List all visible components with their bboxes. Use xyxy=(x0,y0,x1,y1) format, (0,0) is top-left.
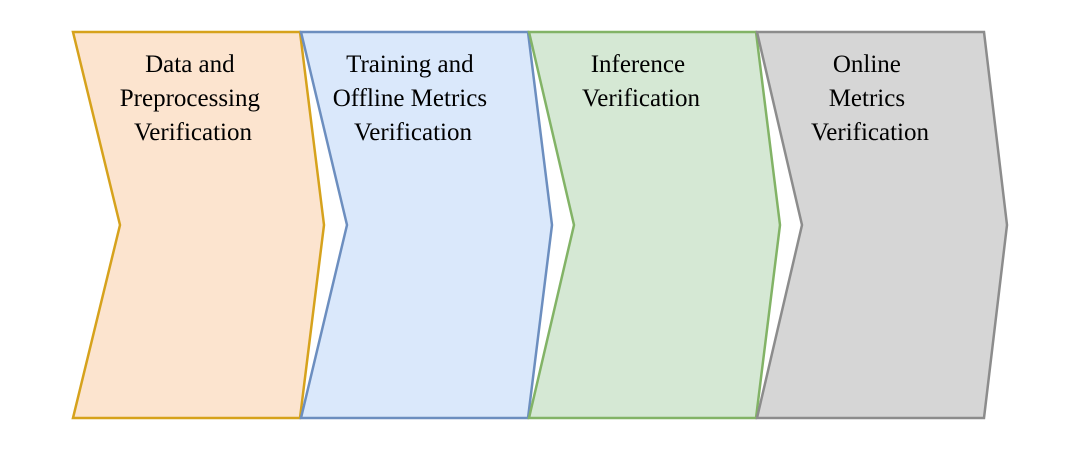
stage-3-line-1: Inference xyxy=(591,51,685,78)
stage-1-label: Data and Preprocessing Verification xyxy=(120,51,267,146)
stage-1-line-1: Data and xyxy=(145,51,235,78)
stage-4-label: Online Metrics Verification xyxy=(811,51,930,146)
stage-4-chevron: Online Metrics Verification xyxy=(755,30,1009,420)
stage-1-chevron: Data and Preprocessing Verification xyxy=(71,30,326,420)
stage-2-line-3: Verification xyxy=(354,119,473,146)
stage-4-shape xyxy=(755,30,1009,420)
stage-4-line-3: Verification xyxy=(811,119,930,146)
stage-2-chevron: Training and Offline Metrics Verificatio… xyxy=(299,30,554,420)
stage-4-line-2: Metrics xyxy=(829,85,905,112)
stage-2-line-2: Offline Metrics xyxy=(333,85,487,112)
stage-3-chevron: Inference Verification xyxy=(527,30,782,420)
stage-3-line-2: Verification xyxy=(582,85,701,112)
stage-4-line-1: Online xyxy=(833,51,901,78)
stage-2-label: Training and Offline Metrics Verificatio… xyxy=(333,51,494,146)
stage-2-line-1: Training and xyxy=(346,51,474,78)
stage-3-label: Inference Verification xyxy=(582,51,701,112)
stage-1-line-2: Preprocessing xyxy=(120,85,261,112)
stage-1-line-3: Verification xyxy=(134,119,253,146)
